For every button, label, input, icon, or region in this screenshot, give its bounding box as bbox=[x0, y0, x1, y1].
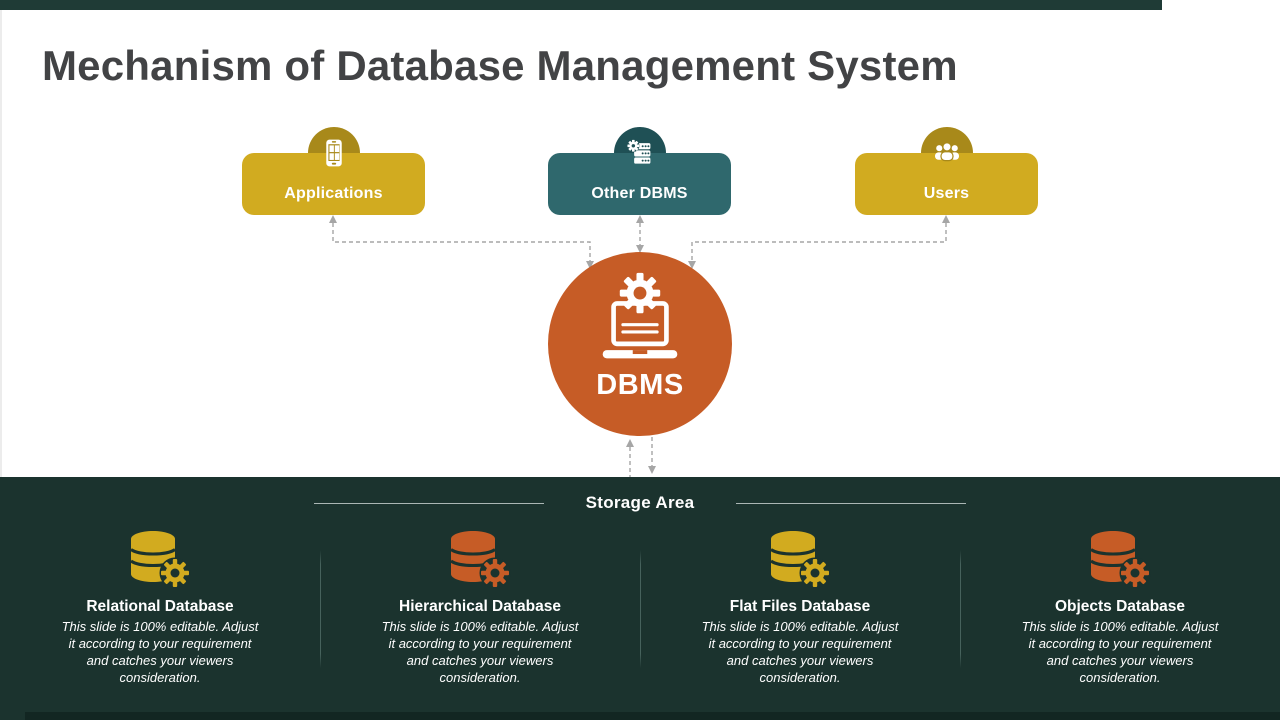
users-label: Users bbox=[923, 185, 970, 202]
left-accent-line bbox=[0, 10, 2, 477]
storage-item-description: This slide is 100% editable. Adjust it a… bbox=[381, 619, 579, 685]
storage-item-title: Hierarchical Database bbox=[399, 598, 561, 615]
node-other-dbms: Other DBMS bbox=[548, 127, 731, 217]
column-divider bbox=[320, 550, 321, 668]
storage-item-flat-files: Flat Files Database This slide is 100% e… bbox=[640, 528, 960, 687]
database-gear-icon bbox=[450, 531, 511, 589]
node-dbms: DBMS bbox=[548, 252, 732, 436]
storage-item-description: This slide is 100% editable. Adjust it a… bbox=[1021, 619, 1219, 685]
page-title: Mechanism of Database Management System bbox=[42, 42, 958, 89]
dbms-label: DBMS bbox=[596, 369, 684, 401]
heading-divider-right bbox=[736, 503, 966, 504]
database-gear-icon bbox=[130, 531, 191, 589]
storage-item-description: This slide is 100% editable. Adjust it a… bbox=[701, 619, 899, 685]
storage-item-hierarchical: Hierarchical Database This slide is 100%… bbox=[320, 528, 640, 687]
applications-label: Applications bbox=[284, 185, 383, 202]
heading-divider-left bbox=[314, 503, 544, 504]
storage-item-relational: Relational Database This slide is 100% e… bbox=[0, 528, 320, 687]
bottom-accent-bar bbox=[25, 712, 1280, 720]
column-divider bbox=[960, 550, 961, 668]
node-applications: Applications bbox=[242, 127, 425, 217]
users-group-icon bbox=[934, 142, 959, 162]
node-users: Users bbox=[855, 127, 1038, 217]
laptop-gear-icon bbox=[602, 272, 678, 359]
smartphone-apps-icon bbox=[325, 139, 342, 167]
storage-item-description: This slide is 100% editable. Adjust it a… bbox=[61, 619, 259, 685]
database-server-gear-icon bbox=[626, 139, 650, 164]
storage-item-objects: Objects Database This slide is 100% edit… bbox=[960, 528, 1280, 687]
storage-area-heading: Storage Area bbox=[585, 493, 695, 512]
database-gear-icon bbox=[770, 531, 831, 589]
storage-item-title: Relational Database bbox=[86, 598, 234, 615]
storage-item-title: Objects Database bbox=[1054, 598, 1186, 615]
top-accent-bar bbox=[0, 0, 1162, 10]
users-box: Users bbox=[855, 153, 1038, 215]
column-divider bbox=[640, 550, 641, 668]
other-dbms-label: Other DBMS bbox=[591, 185, 688, 202]
storage-item-title: Flat Files Database bbox=[729, 598, 871, 615]
storage-area-section: Storage Area bbox=[0, 477, 1280, 720]
database-gear-icon bbox=[1090, 531, 1151, 589]
